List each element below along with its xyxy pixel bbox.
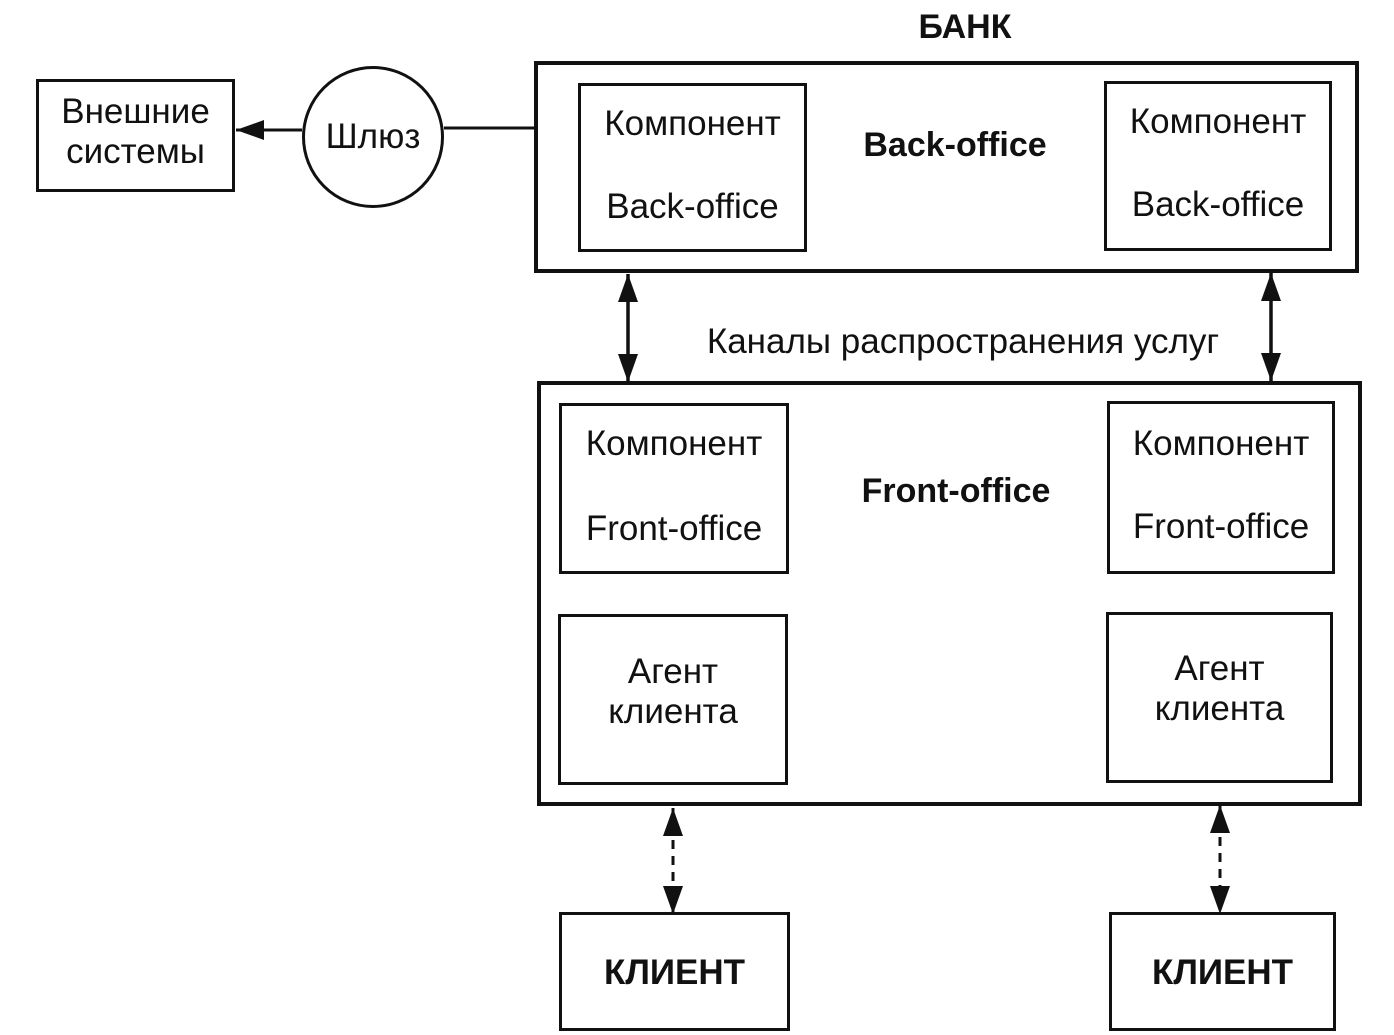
client-agent-right-label: Агент клиента: [1154, 649, 1285, 729]
backoffice-component-left: Компонент Back-office: [578, 83, 807, 252]
frontoffice-component-left-line1: Компонент: [585, 424, 763, 463]
backoffice-component-right-line1: Компонент: [1129, 102, 1307, 141]
client-agent-left-label: Агент клиента: [608, 652, 738, 732]
frontoffice-component-right: Компонент Front-office: [1107, 401, 1335, 574]
external-systems-label: Внешние системы: [61, 92, 210, 172]
client-right-label: КЛИЕНТ: [1151, 953, 1294, 992]
backoffice-component-right: Компонент Back-office: [1104, 81, 1332, 251]
client-box-left: КЛИЕНТ: [559, 912, 790, 1031]
client-left-label: КЛИЕНТ: [603, 953, 746, 992]
backoffice-component-right-line2: Back-office: [1131, 185, 1305, 224]
frontoffice-component-left: Компонент Front-office: [559, 403, 789, 574]
channels-label: Каналы распространения услуг: [706, 322, 1220, 361]
gateway-label: Шлюз: [325, 117, 421, 156]
client-box-right: КЛИЕНТ: [1109, 912, 1336, 1031]
frontoffice-title: Front-office: [861, 472, 1051, 510]
gateway-circle: Шлюз: [302, 66, 444, 208]
frontoffice-component-right-line1: Компонент: [1132, 424, 1310, 463]
client-agent-left: Агент клиента: [558, 614, 788, 785]
backoffice-component-left-line1: Компонент: [604, 104, 781, 143]
external-systems-box: Внешние системы: [36, 79, 235, 192]
backoffice-component-left-line2: Back-office: [606, 187, 779, 226]
frontoffice-component-left-line2: Front-office: [585, 509, 763, 548]
bank-title: БАНК: [918, 8, 1012, 46]
backoffice-title: Back-office: [863, 126, 1047, 164]
client-agent-right: Агент клиента: [1106, 612, 1333, 783]
frontoffice-component-right-line2: Front-office: [1132, 507, 1310, 546]
